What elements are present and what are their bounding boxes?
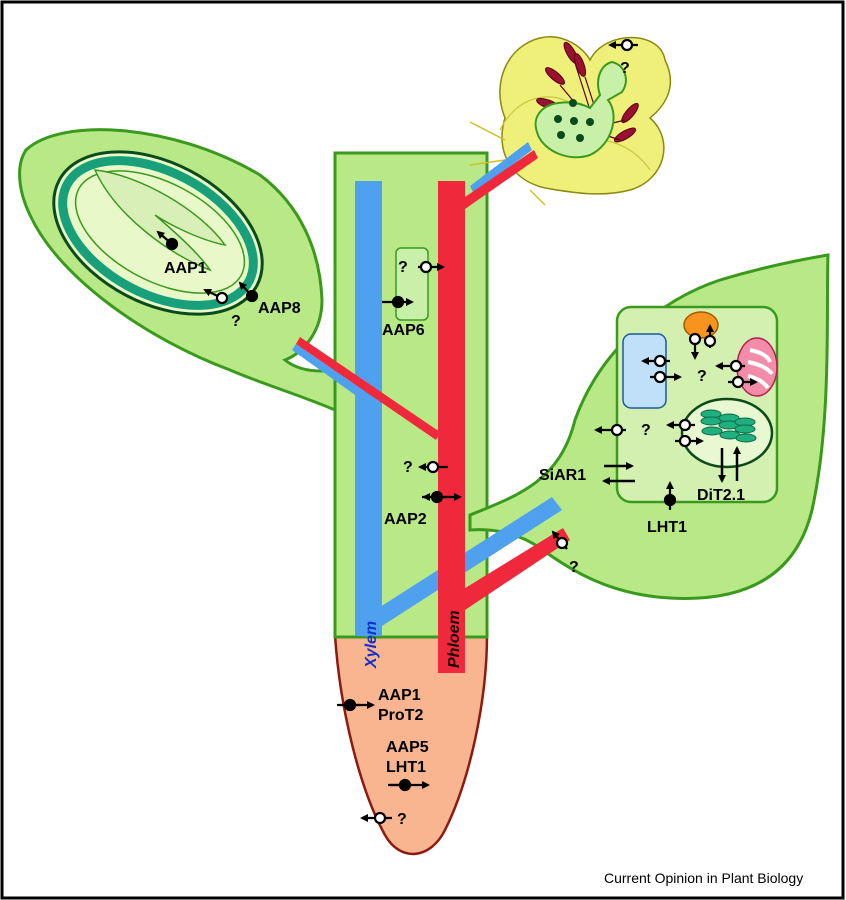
peroxisome: [683, 311, 719, 339]
flower-unknown-label: ?: [620, 60, 630, 77]
leaf-dit-label: DiT2.1: [697, 487, 745, 504]
root: [333, 633, 489, 856]
seed-aap8-label: AAP8: [258, 300, 301, 317]
stem-aap6-label: AAP6: [382, 322, 425, 339]
seed-aap1-label: AAP1: [164, 260, 207, 277]
transporter-symbols: [156, 38, 758, 825]
phloem-label: Phloem: [446, 610, 463, 668]
leaf-unknown-label-2: ?: [641, 422, 651, 439]
root-aap1-label: AAP1: [378, 687, 421, 704]
stem-aap2-label: AAP2: [384, 511, 427, 528]
chloroplast: [680, 397, 774, 469]
root-aap5-label: AAP5: [386, 739, 429, 756]
leaf-lht1-label: LHT1: [647, 519, 687, 536]
journal-credit: Current Opinion in Plant Biology: [604, 870, 803, 886]
root-prot2-label: ProT2: [378, 707, 423, 724]
flower: [469, 36, 672, 206]
vacuole: [622, 333, 667, 409]
phloem-vessels: [296, 150, 570, 673]
leaf-siar1-label: SiAR1: [539, 467, 586, 484]
stem-unknown-label-2: ?: [403, 459, 413, 476]
root-lht1-label: LHT1: [386, 759, 426, 776]
xylem-label: Xylem: [363, 621, 380, 669]
stem-unknown-label-1: ?: [398, 259, 408, 276]
root-unknown-label: ?: [397, 811, 407, 828]
leaf-unknown-label-1: ?: [697, 368, 707, 385]
seed-unknown-label: ?: [231, 313, 241, 330]
petiole-unknown-label: ?: [569, 559, 579, 576]
